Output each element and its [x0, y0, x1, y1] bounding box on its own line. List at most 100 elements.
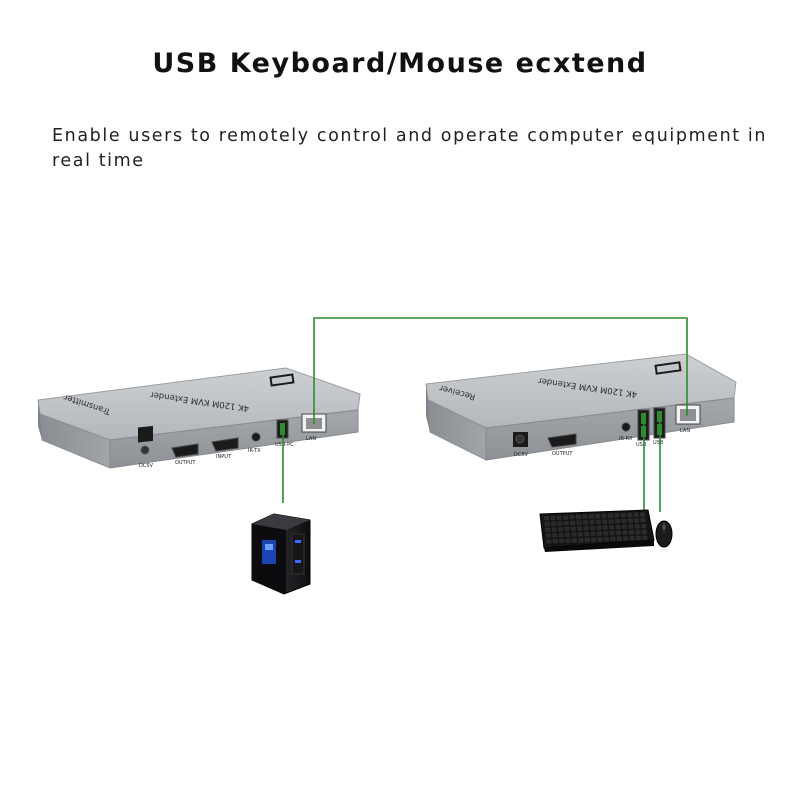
transmitter-hdmi-in-port — [211, 437, 239, 452]
keyboard-key — [551, 521, 556, 526]
keyboard-key — [557, 521, 563, 526]
keyboard-key — [565, 538, 571, 543]
lan-cable-line — [313, 317, 688, 424]
keyboard-key — [609, 530, 615, 536]
keyboard-key — [635, 529, 641, 535]
keyboard-icon — [539, 509, 655, 552]
transmitter-port-label-lan: LAN — [306, 436, 316, 442]
transmitter-port-label-out: OUTPUT — [175, 460, 196, 466]
receiver-port-label-usb-2: USB — [653, 440, 664, 446]
keyboard-key — [623, 536, 629, 541]
keyboard-key — [577, 526, 583, 531]
receiver-ir-port — [621, 422, 631, 432]
keyboard-key — [629, 530, 634, 535]
receiver-lan-port — [675, 404, 701, 425]
transmitter-hdmi-out-port — [171, 443, 199, 458]
keyboard-key — [551, 527, 557, 532]
keyboard-key — [570, 526, 576, 531]
keyboard-key — [636, 535, 641, 541]
receiver-hdmi-out-port — [547, 433, 577, 448]
keyboard-key — [620, 513, 626, 518]
cable-lines — [282, 317, 688, 512]
keyboard-key — [610, 536, 616, 542]
keyboard-key — [603, 531, 609, 536]
keyboard-key — [584, 531, 590, 537]
receiver-port-label-out: OUTPUT — [552, 451, 573, 457]
keyboard-key — [602, 525, 608, 530]
keyboard-key — [627, 518, 633, 523]
keyboard-key — [589, 520, 595, 525]
pc-tower-icon — [251, 513, 311, 595]
keyboard-key — [641, 523, 647, 529]
keyboard-key — [608, 519, 614, 524]
keyboard-key — [595, 519, 601, 525]
keyboard-key — [629, 536, 635, 541]
keyboard-key — [546, 539, 552, 544]
keyboard-key — [615, 524, 621, 530]
transmitter-port-label-ir: IR-TX — [248, 448, 261, 454]
transmitter-device: Transmitter 4K 120M KVM Extender DC5V — [37, 367, 361, 469]
keyboard-key — [590, 525, 595, 531]
receiver-port-label-ir: IR-RX — [619, 436, 633, 442]
keyboard-key — [552, 533, 558, 538]
keyboard-key — [544, 516, 549, 521]
keyboard-key — [545, 533, 551, 538]
transmitter-port-label-usb: USB-PC — [275, 442, 294, 448]
keyboard-key — [616, 530, 622, 535]
keyboard-key — [588, 514, 594, 519]
keyboard-key — [634, 518, 640, 523]
keyboard-key — [584, 537, 590, 543]
keyboard-key — [622, 530, 628, 535]
keyboard-key — [621, 518, 627, 524]
receiver-port-label-dc: DC5V — [514, 452, 529, 458]
keyboard-key — [545, 527, 551, 532]
receiver-port-label-usb-1: USB — [636, 442, 647, 448]
keyboard-key — [565, 532, 570, 537]
receiver-dc-port — [513, 432, 528, 447]
transmitter-ir-port — [251, 432, 261, 442]
keyboard-key — [633, 512, 639, 517]
keyboard-key — [563, 515, 569, 520]
keyboard-key — [608, 513, 613, 518]
receiver-port-label-lan: LAN — [680, 428, 690, 434]
keyboard-key — [604, 537, 609, 542]
keyboard-key — [569, 515, 575, 520]
keyboard-key — [552, 539, 558, 544]
keyboard-key — [564, 526, 570, 532]
keyboard-key — [595, 514, 601, 519]
page-title: USB Keyboard/Mouse ecxtend — [152, 48, 648, 79]
keyboard-key — [615, 519, 620, 524]
keyboard-key — [641, 529, 647, 534]
keyboard-key — [640, 512, 645, 517]
keyboard-key — [563, 521, 569, 526]
keyboard-key — [583, 526, 589, 531]
keyboard-key — [582, 514, 588, 519]
keyboard-key — [578, 538, 584, 543]
keyboard-key — [550, 515, 556, 521]
keyboard-key — [576, 520, 582, 525]
keyboard-key — [544, 521, 550, 527]
keyboard-key — [597, 537, 603, 542]
transmitter-dc-port — [138, 425, 153, 455]
keyboard-key — [596, 525, 602, 530]
keyboard-key — [570, 520, 576, 526]
keyboard-key — [590, 531, 596, 536]
keyboard-key — [627, 512, 633, 518]
mouse-icon — [655, 520, 673, 548]
keyboard-key — [558, 532, 564, 538]
hdmi-logo-icon — [269, 373, 295, 387]
keyboard-key — [576, 514, 581, 520]
hdmi-logo-icon — [654, 361, 682, 375]
keyboard-key — [642, 535, 648, 540]
keyboard-key — [614, 513, 620, 518]
keyboard-key — [577, 532, 583, 537]
keyboard-key — [559, 538, 565, 544]
keyboard-key — [609, 525, 615, 530]
keyboard-key — [571, 532, 577, 537]
keyboard-key — [572, 538, 577, 543]
transmitter-port-label-in: INPUT — [216, 454, 232, 460]
receiver-device: Receiver 4K 120M KVM Extender — [425, 353, 737, 461]
keyboard-key — [616, 536, 622, 541]
keyboard-key — [583, 520, 588, 525]
